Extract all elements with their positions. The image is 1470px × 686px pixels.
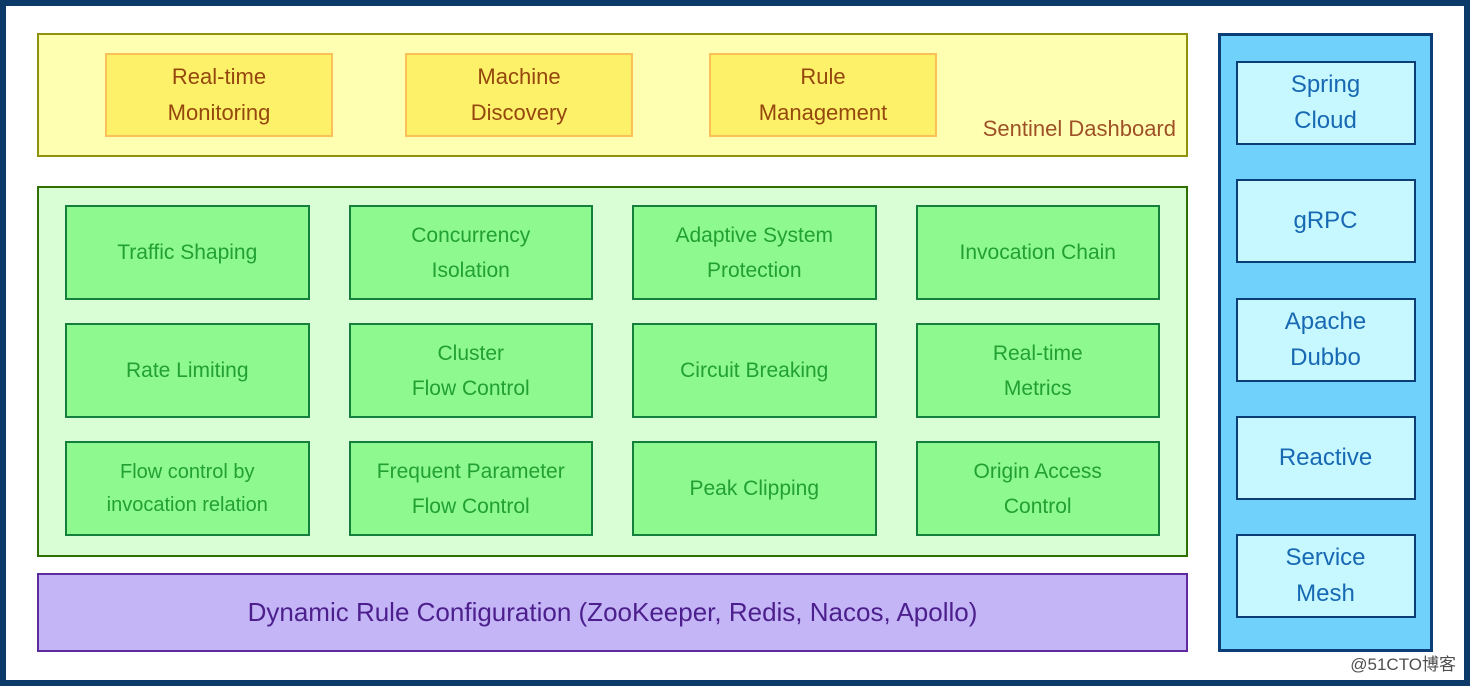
box-label-line: Real-time (171, 64, 267, 89)
ecosystem-box-reactive: Reactive (1235, 415, 1416, 500)
capability-box-adaptive-system-protection: Adaptive System Protection (632, 205, 877, 300)
ecosystem-box-grpc: gRPC (1235, 179, 1416, 264)
box-label-line: Cluster (437, 341, 505, 365)
sentinel-dashboard-label: Sentinel Dashboard (982, 116, 1176, 141)
box-label-line: Control (1003, 494, 1072, 518)
box-label-line: Rule (800, 64, 846, 89)
ecosystem-box-spring-cloud: Spring Cloud (1235, 61, 1416, 145)
ecosystem-box-service-mesh: Service Mesh (1235, 534, 1416, 618)
box-label-line: Traffic Shaping (117, 241, 258, 264)
capability-box-rate-limiting: Rate Limiting (65, 323, 310, 418)
box-label-line: Monitoring (167, 100, 271, 125)
dashboard-box-real-time-monitoring: Real-time Monitoring (105, 53, 333, 137)
box-label-line: Origin Access (973, 459, 1102, 483)
box-label-line: Peak Clipping (689, 477, 820, 500)
box-label-line: Flow Control (411, 376, 530, 400)
box-label-line: Metrics (1003, 376, 1072, 400)
box-label-line: Concurrency (411, 223, 531, 247)
ecosystem-box-apache-dubbo: Apache Dubbo (1235, 297, 1416, 382)
box-label-line: Flow Control (411, 494, 530, 518)
box-label-line: Service (1285, 544, 1366, 571)
rule-config-label: Dynamic Rule Configuration (ZooKeeper, R… (247, 597, 978, 627)
box-label-line: invocation relation (106, 493, 268, 516)
box-label-line: Invocation Chain (959, 241, 1116, 264)
box-label-line: Machine (477, 64, 561, 89)
box-label-line: Adaptive System (675, 223, 834, 247)
watermark: @51CTO博客 (1350, 655, 1456, 674)
ecosystem-panel: Spring Cloud gRPC Apache Dubbo Reactive … (1218, 33, 1433, 652)
box-label-line: Frequent Parameter (376, 459, 565, 483)
capability-panel: Traffic Shaping Concurrency Isolation Ad… (37, 186, 1188, 557)
rule-config-bar: Dynamic Rule Configuration (ZooKeeper, R… (37, 573, 1188, 652)
capability-box-concurrency-isolation: Concurrency Isolation (348, 205, 593, 300)
box-label-line: Isolation (431, 258, 510, 282)
capability-box-circuit-breaking: Circuit Breaking (632, 323, 877, 418)
capability-box-peak-clipping: Peak Clipping (632, 441, 877, 536)
box-label-line: Real-time (992, 341, 1083, 365)
dashboard-panel: Real-time Monitoring Machine Discovery R… (37, 33, 1188, 157)
capability-box-frequent-parameter-flow-control: Frequent Parameter Flow Control (348, 441, 593, 536)
box-label-line: Rate Limiting (125, 359, 249, 382)
box-label-line: Mesh (1296, 580, 1355, 607)
capability-box-real-time-metrics: Real-time Metrics (915, 323, 1160, 418)
capability-box-origin-access-control: Origin Access Control (915, 441, 1160, 536)
box-label-line: Flow control by (120, 460, 255, 483)
box-label-line: gRPC (1293, 207, 1358, 235)
dashboard-box-machine-discovery: Machine Discovery (405, 53, 633, 137)
capability-box-flow-control-by-invocation-relation: Flow control by invocation relation (65, 441, 310, 536)
capability-box-cluster-flow-control: Cluster Flow Control (348, 323, 593, 418)
box-label-line: Spring (1290, 71, 1361, 98)
box-label-line: Protection (706, 258, 802, 282)
box-label-line: Dubbo (1290, 343, 1361, 371)
dashboard-box-rule-management: Rule Management (709, 53, 937, 137)
capability-box-traffic-shaping: Traffic Shaping (65, 205, 310, 300)
box-label-line: Apache (1284, 307, 1367, 335)
box-label-line: Management (758, 100, 888, 125)
box-label-line: Reactive (1278, 443, 1373, 471)
box-label-line: Circuit Breaking (680, 359, 829, 382)
capability-box-invocation-chain: Invocation Chain (915, 205, 1160, 300)
box-label-line: Cloud (1294, 107, 1357, 134)
box-label-line: Discovery (470, 100, 568, 125)
